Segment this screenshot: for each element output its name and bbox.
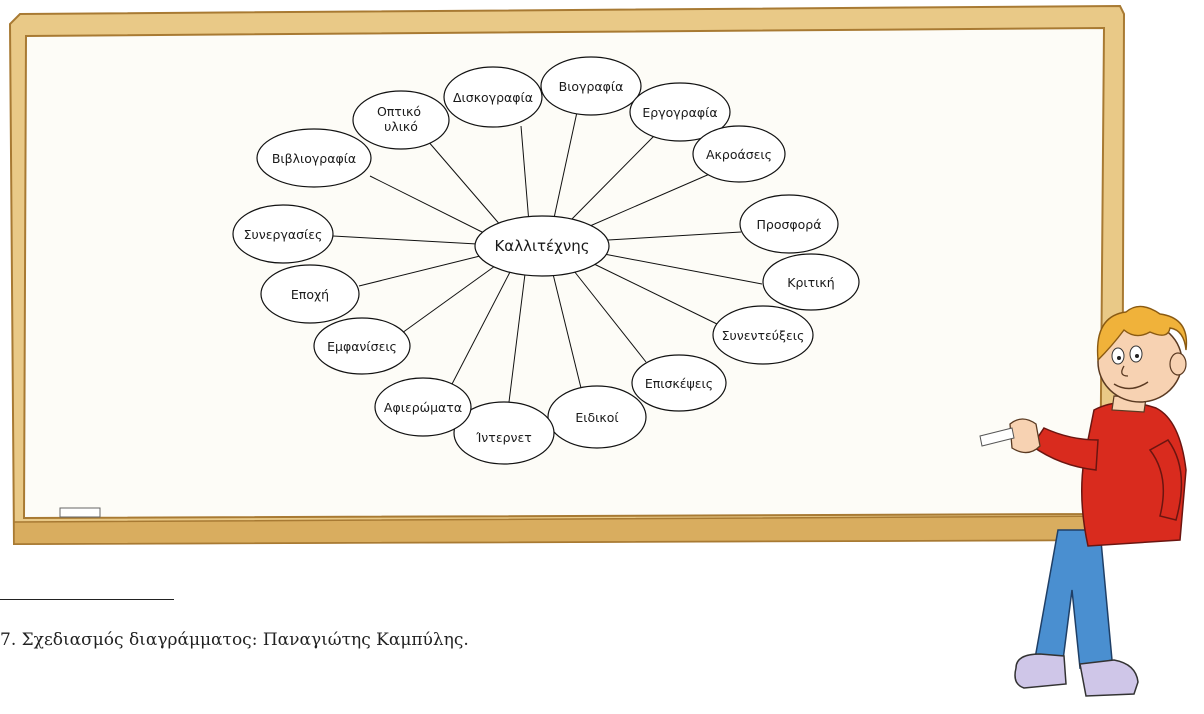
node-emfaniseis-label: Εμφανίσεις xyxy=(327,339,397,354)
node-eidikoi-label: Ειδικοί xyxy=(575,410,619,425)
node-prosfora-label: Προσφορά xyxy=(757,217,822,232)
link-internet xyxy=(508,273,526,403)
node-optiko-yliko: Οπτικό υλικό xyxy=(352,90,450,150)
node-ergografia: Εργογραφία xyxy=(629,82,731,142)
node-emfaniseis: Εμφανίσεις xyxy=(313,317,411,375)
link-synenteuxeis xyxy=(591,262,718,325)
node-optiko-yliko-line-1: Οπτικό xyxy=(377,104,421,119)
chalk-eraser xyxy=(59,507,101,518)
node-ergografia-label: Εργογραφία xyxy=(642,105,717,120)
node-afieromata: Αφιερώματα xyxy=(374,377,472,437)
link-afieromata xyxy=(450,271,511,387)
node-synergasies: Συνεργασίες xyxy=(232,204,334,264)
link-prosfora xyxy=(607,231,742,241)
node-epoxi: Εποχή xyxy=(260,264,360,324)
link-akroaseis xyxy=(582,172,713,230)
link-kritiki xyxy=(603,253,763,285)
node-synenteuxeis-label: Συνεντεύξεις xyxy=(722,328,805,343)
footnote-rule xyxy=(0,599,174,600)
node-episkepseis: Επισκέψεις xyxy=(631,354,727,412)
node-episkepseis-label: Επισκέψεις xyxy=(645,376,713,391)
node-kritiki: Κριτική xyxy=(762,253,860,311)
cartoon-boy-illustration xyxy=(979,305,1188,697)
link-episkepseis xyxy=(573,270,647,363)
node-prosfora: Προσφορά xyxy=(739,194,839,254)
node-diskografia: Δισκογραφία xyxy=(443,66,543,128)
node-synenteuxeis: Συνεντεύξεις xyxy=(712,305,814,365)
node-optiko-yliko-label: Οπτικό υλικό xyxy=(377,104,425,134)
node-viografia: Βιογραφία xyxy=(540,56,642,116)
node-internet-label: Ίντερνετ xyxy=(475,430,532,445)
node-kritiki-label: Κριτική xyxy=(787,275,834,290)
link-epoxi xyxy=(358,255,481,287)
footnote: 7. Σχεδιασμός διαγράμματος: Παναγιώτης Κ… xyxy=(0,630,469,650)
node-synergasies-label: Συνεργασίες xyxy=(244,227,323,242)
link-emfaniseis xyxy=(401,265,496,334)
link-vivliografia xyxy=(369,175,487,235)
center-node-label: Καλλιτέχνης xyxy=(494,237,589,255)
node-akroaseis: Ακροάσεις xyxy=(692,125,786,183)
node-epoxi-label: Εποχή xyxy=(291,287,329,302)
center-node: Καλλιτέχνης xyxy=(474,215,610,277)
link-eidikoi xyxy=(552,273,582,389)
connector-lines xyxy=(332,111,763,403)
node-viografia-label: Βιογραφία xyxy=(559,79,624,94)
node-vivliografia-label: Βιβλιογραφία xyxy=(272,151,356,166)
link-ergografia xyxy=(567,135,655,224)
node-internet: Ίντερνετ xyxy=(453,401,555,465)
link-diskografia xyxy=(520,125,530,224)
node-eidikoi: Ειδικοί xyxy=(547,385,647,449)
mind-map-diagram: Καλλιτέχνης Δισκογραφία Βιογραφία Εργογρ… xyxy=(232,56,860,465)
node-optiko-yliko-line-2: υλικό xyxy=(384,119,418,134)
node-vivliografia: Βιβλιογραφία xyxy=(256,128,372,188)
link-viografia xyxy=(553,111,578,219)
node-diskografia-label: Δισκογραφία xyxy=(453,90,533,105)
node-afieromata-label: Αφιερώματα xyxy=(384,400,462,415)
node-akroaseis-label: Ακροάσεις xyxy=(706,147,772,162)
link-synergasies xyxy=(332,235,478,245)
link-optiko-yliko xyxy=(426,139,503,228)
